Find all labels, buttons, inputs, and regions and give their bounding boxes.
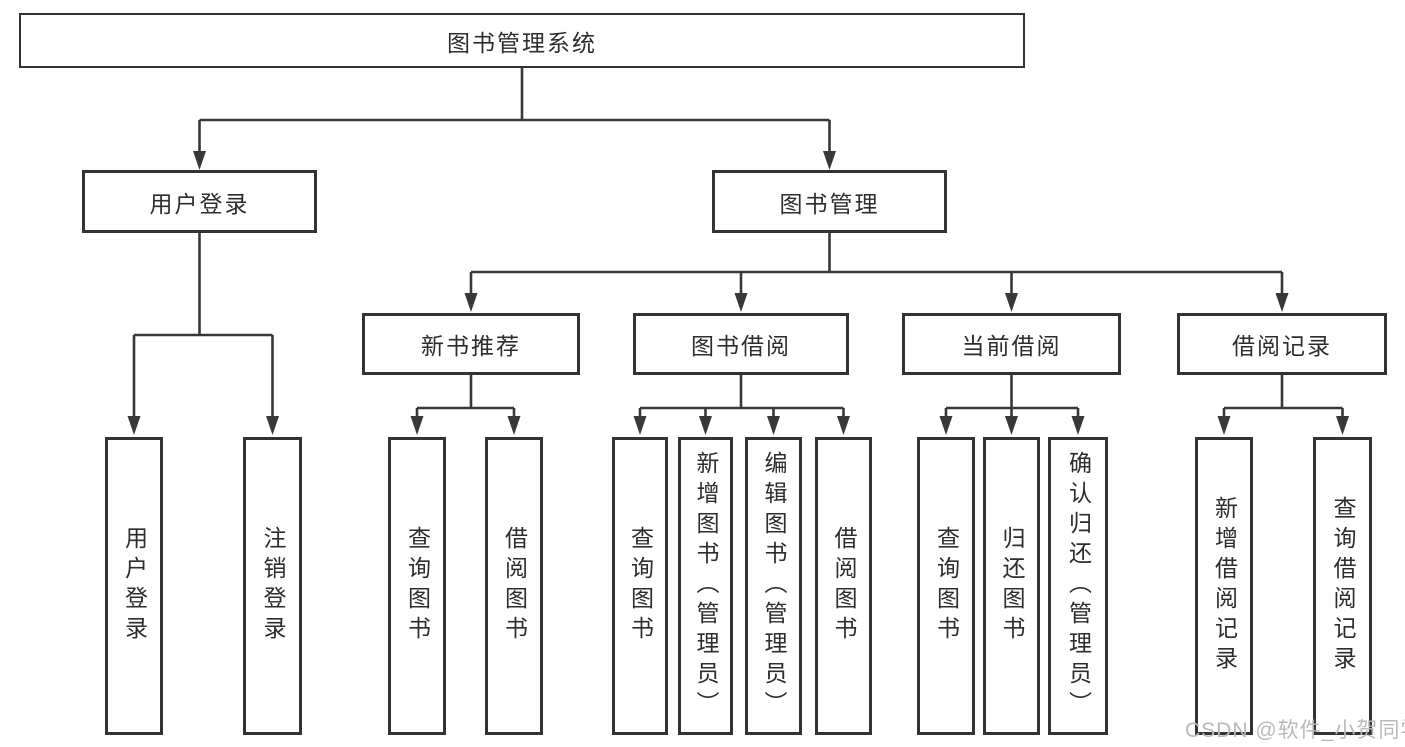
arrow-down-icon (193, 151, 206, 170)
arrow-down-icon (939, 416, 953, 435)
node-book-borrow: 图书借阅 (633, 313, 849, 375)
arrow-down-icon (1005, 416, 1018, 435)
leaf-borrow-books-recommend: 借阅图书 (485, 437, 543, 735)
node-new-book-recommend: 新书推荐 (362, 313, 580, 375)
connector-current-borrow-to-children (939, 375, 1085, 435)
connector-root-to-level2 (193, 66, 836, 170)
arrow-down-icon (1336, 416, 1349, 435)
connector-book-management-to-level3 (464, 233, 1289, 312)
arrow-down-icon (127, 416, 141, 435)
leaf-add-books-admin: 新增图书（管理员） (678, 437, 733, 735)
arrow-down-icon (699, 416, 712, 435)
arrow-down-icon (767, 416, 780, 435)
connector-user-login-to-children (127, 233, 279, 435)
leaf-confirm-return-admin: 确认归还（管理员） (1048, 437, 1108, 735)
leaf-edit-books-admin: 编辑图书（管理员） (745, 437, 802, 735)
arrow-down-icon (1217, 416, 1231, 435)
node-root-library-system: 图书管理系统 (19, 13, 1025, 68)
arrow-down-icon (507, 416, 521, 435)
leaf-query-books-recommend: 查询图书 (388, 437, 446, 735)
arrow-down-icon (1071, 416, 1085, 435)
arrow-down-icon (1005, 293, 1018, 312)
node-current-borrow: 当前借阅 (902, 313, 1121, 375)
arrow-down-icon (837, 416, 850, 435)
node-book-management: 图书管理 (712, 170, 947, 233)
node-borrow-records: 借阅记录 (1177, 313, 1387, 375)
leaf-query-borrow-record: 查询借阅记录 (1313, 437, 1372, 735)
leaf-user-login: 用户登录 (105, 437, 163, 735)
connector-book-borrow-to-children (633, 375, 850, 435)
node-user-login: 用户登录 (82, 170, 317, 233)
leaf-add-borrow-record: 新增借阅记录 (1195, 437, 1253, 735)
leaf-query-books-current: 查询图书 (917, 437, 975, 735)
arrow-down-icon (410, 416, 424, 435)
connector-borrow-records-to-children (1217, 375, 1349, 435)
connector-new-book-to-children (410, 375, 521, 435)
arrow-down-icon (1275, 293, 1289, 312)
arrow-down-icon (464, 293, 478, 312)
leaf-borrow-books: 借阅图书 (815, 437, 872, 735)
arrow-down-icon (266, 416, 279, 435)
leaf-logout: 注销登录 (243, 437, 302, 735)
arrow-down-icon (823, 151, 836, 170)
csdn-watermark: CSDN @软件_小贺同学 (1185, 719, 1405, 742)
arrow-down-icon (633, 416, 647, 435)
leaf-query-books-borrow: 查询图书 (612, 437, 668, 735)
leaf-return-books: 归还图书 (983, 437, 1040, 735)
arrow-down-icon (734, 293, 748, 312)
